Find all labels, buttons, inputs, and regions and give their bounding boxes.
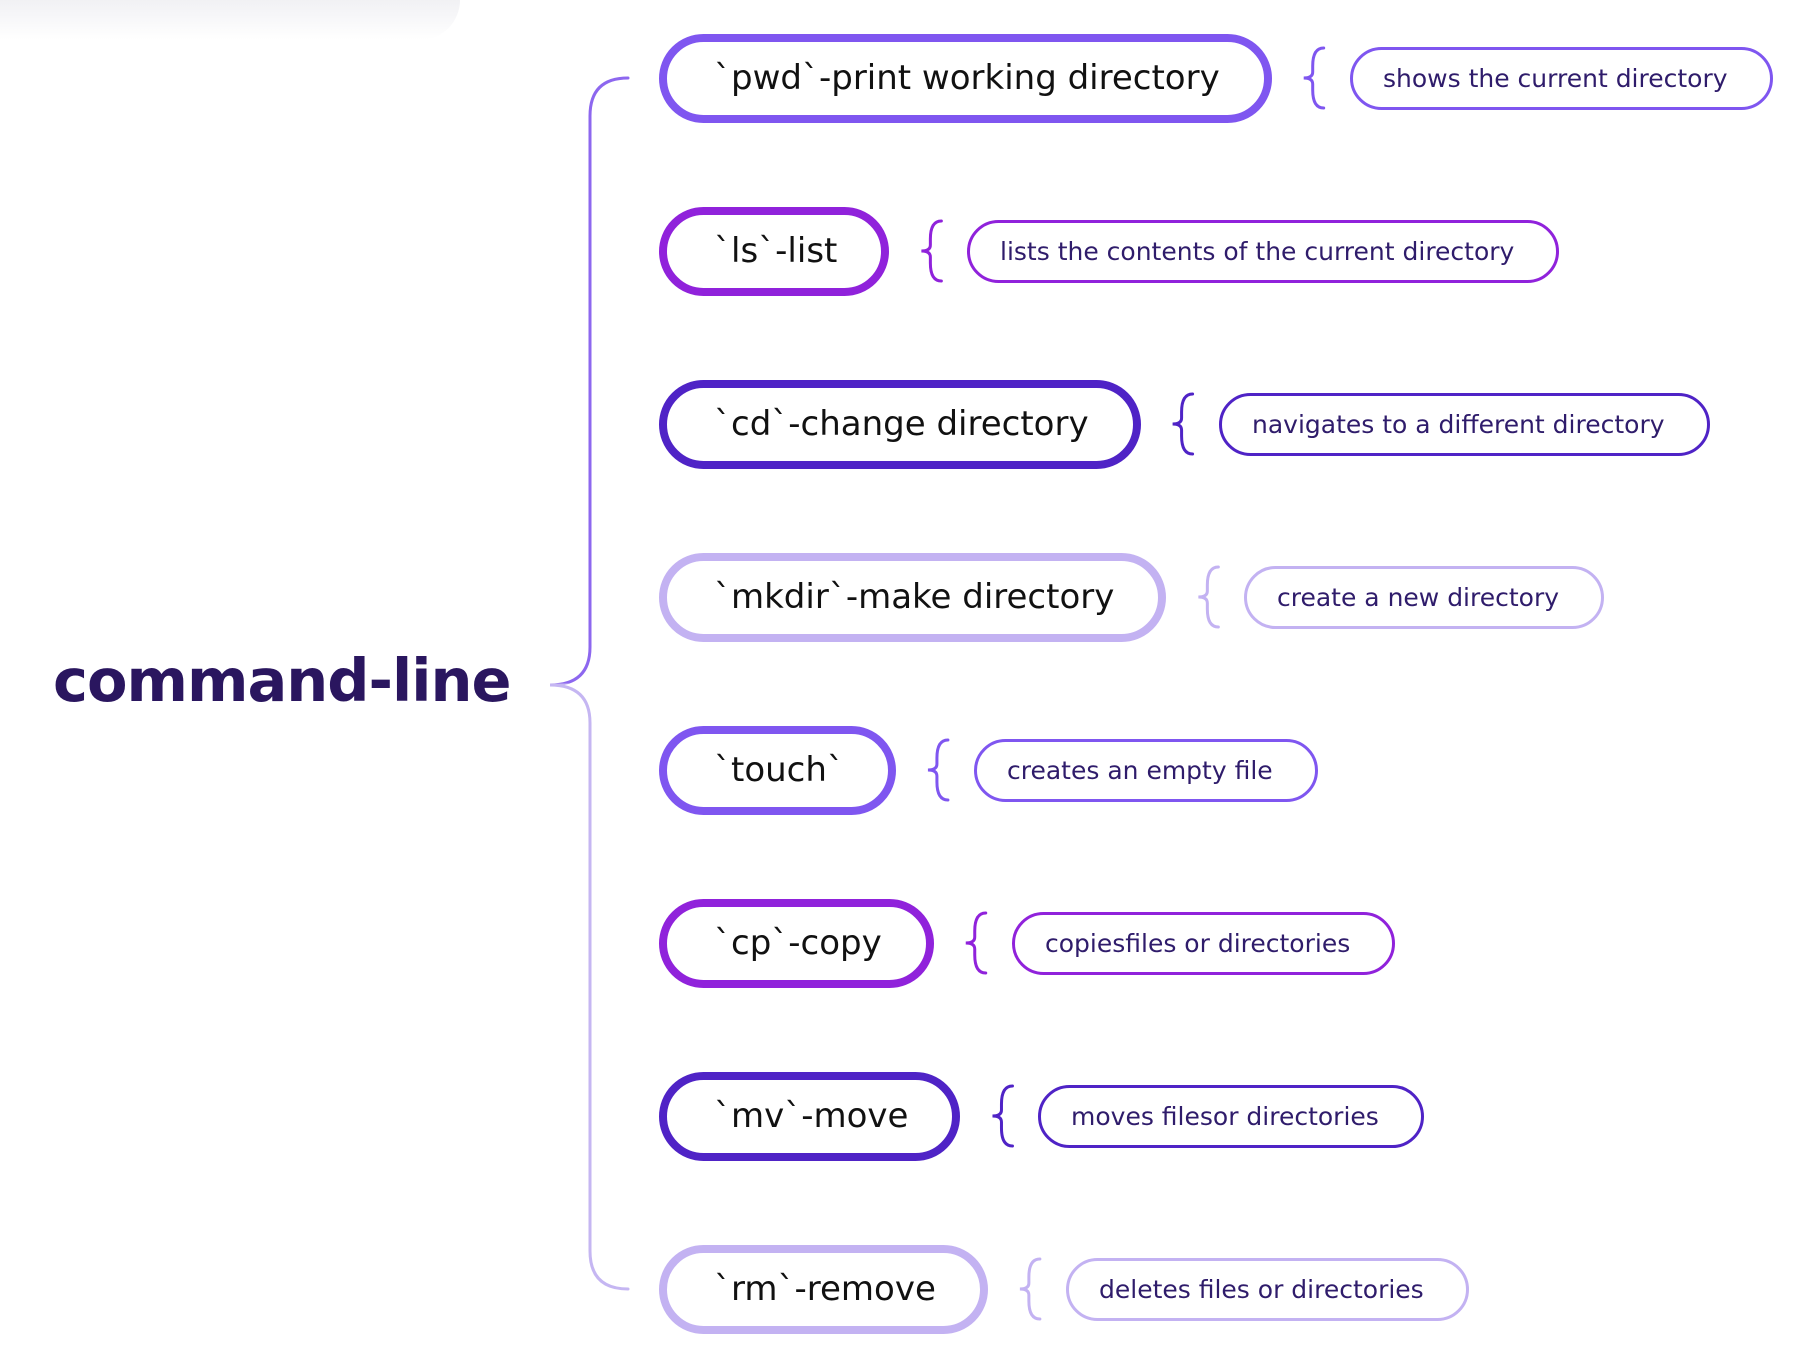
brace-cp [965, 911, 988, 975]
brace-mv [992, 1084, 1014, 1148]
description-touch: creates an empty file [974, 739, 1318, 802]
root-node-label: command-line [53, 646, 511, 715]
command-node-ls: `ls`-list [659, 206, 889, 296]
brace-pwd [1303, 46, 1326, 110]
brace-cd [1172, 392, 1195, 456]
command-node-pwd: `pwd`-print working directory [659, 33, 1272, 123]
description-mkdir: create a new directory [1244, 566, 1604, 629]
command-node-rm: `rm`-remove [659, 1244, 988, 1334]
description-ls: lists the contents of the current direct… [967, 220, 1559, 283]
command-node-mv: `mv`-move [659, 1071, 960, 1161]
description-mv: moves filesor directories [1038, 1085, 1424, 1148]
description-cp: copiesfiles or directories [1012, 912, 1395, 975]
description-cd: navigates to a different directory [1219, 393, 1710, 456]
command-node-cp: `cp`-copy [659, 898, 934, 988]
brace-touch [927, 738, 950, 802]
brace-mkdir [1198, 565, 1220, 629]
command-node-mkdir: `mkdir`-make directory [659, 552, 1166, 642]
corner-shadow [0, 0, 460, 40]
brace-ls [921, 219, 943, 283]
command-node-touch: `touch` [659, 725, 896, 815]
trunk-brace [549, 76, 630, 1291]
brace-rm [1019, 1257, 1042, 1321]
description-rm: deletes files or directories [1066, 1258, 1469, 1321]
command-node-cd: `cd`-change directory [659, 379, 1141, 469]
description-pwd: shows the current directory [1350, 47, 1773, 110]
